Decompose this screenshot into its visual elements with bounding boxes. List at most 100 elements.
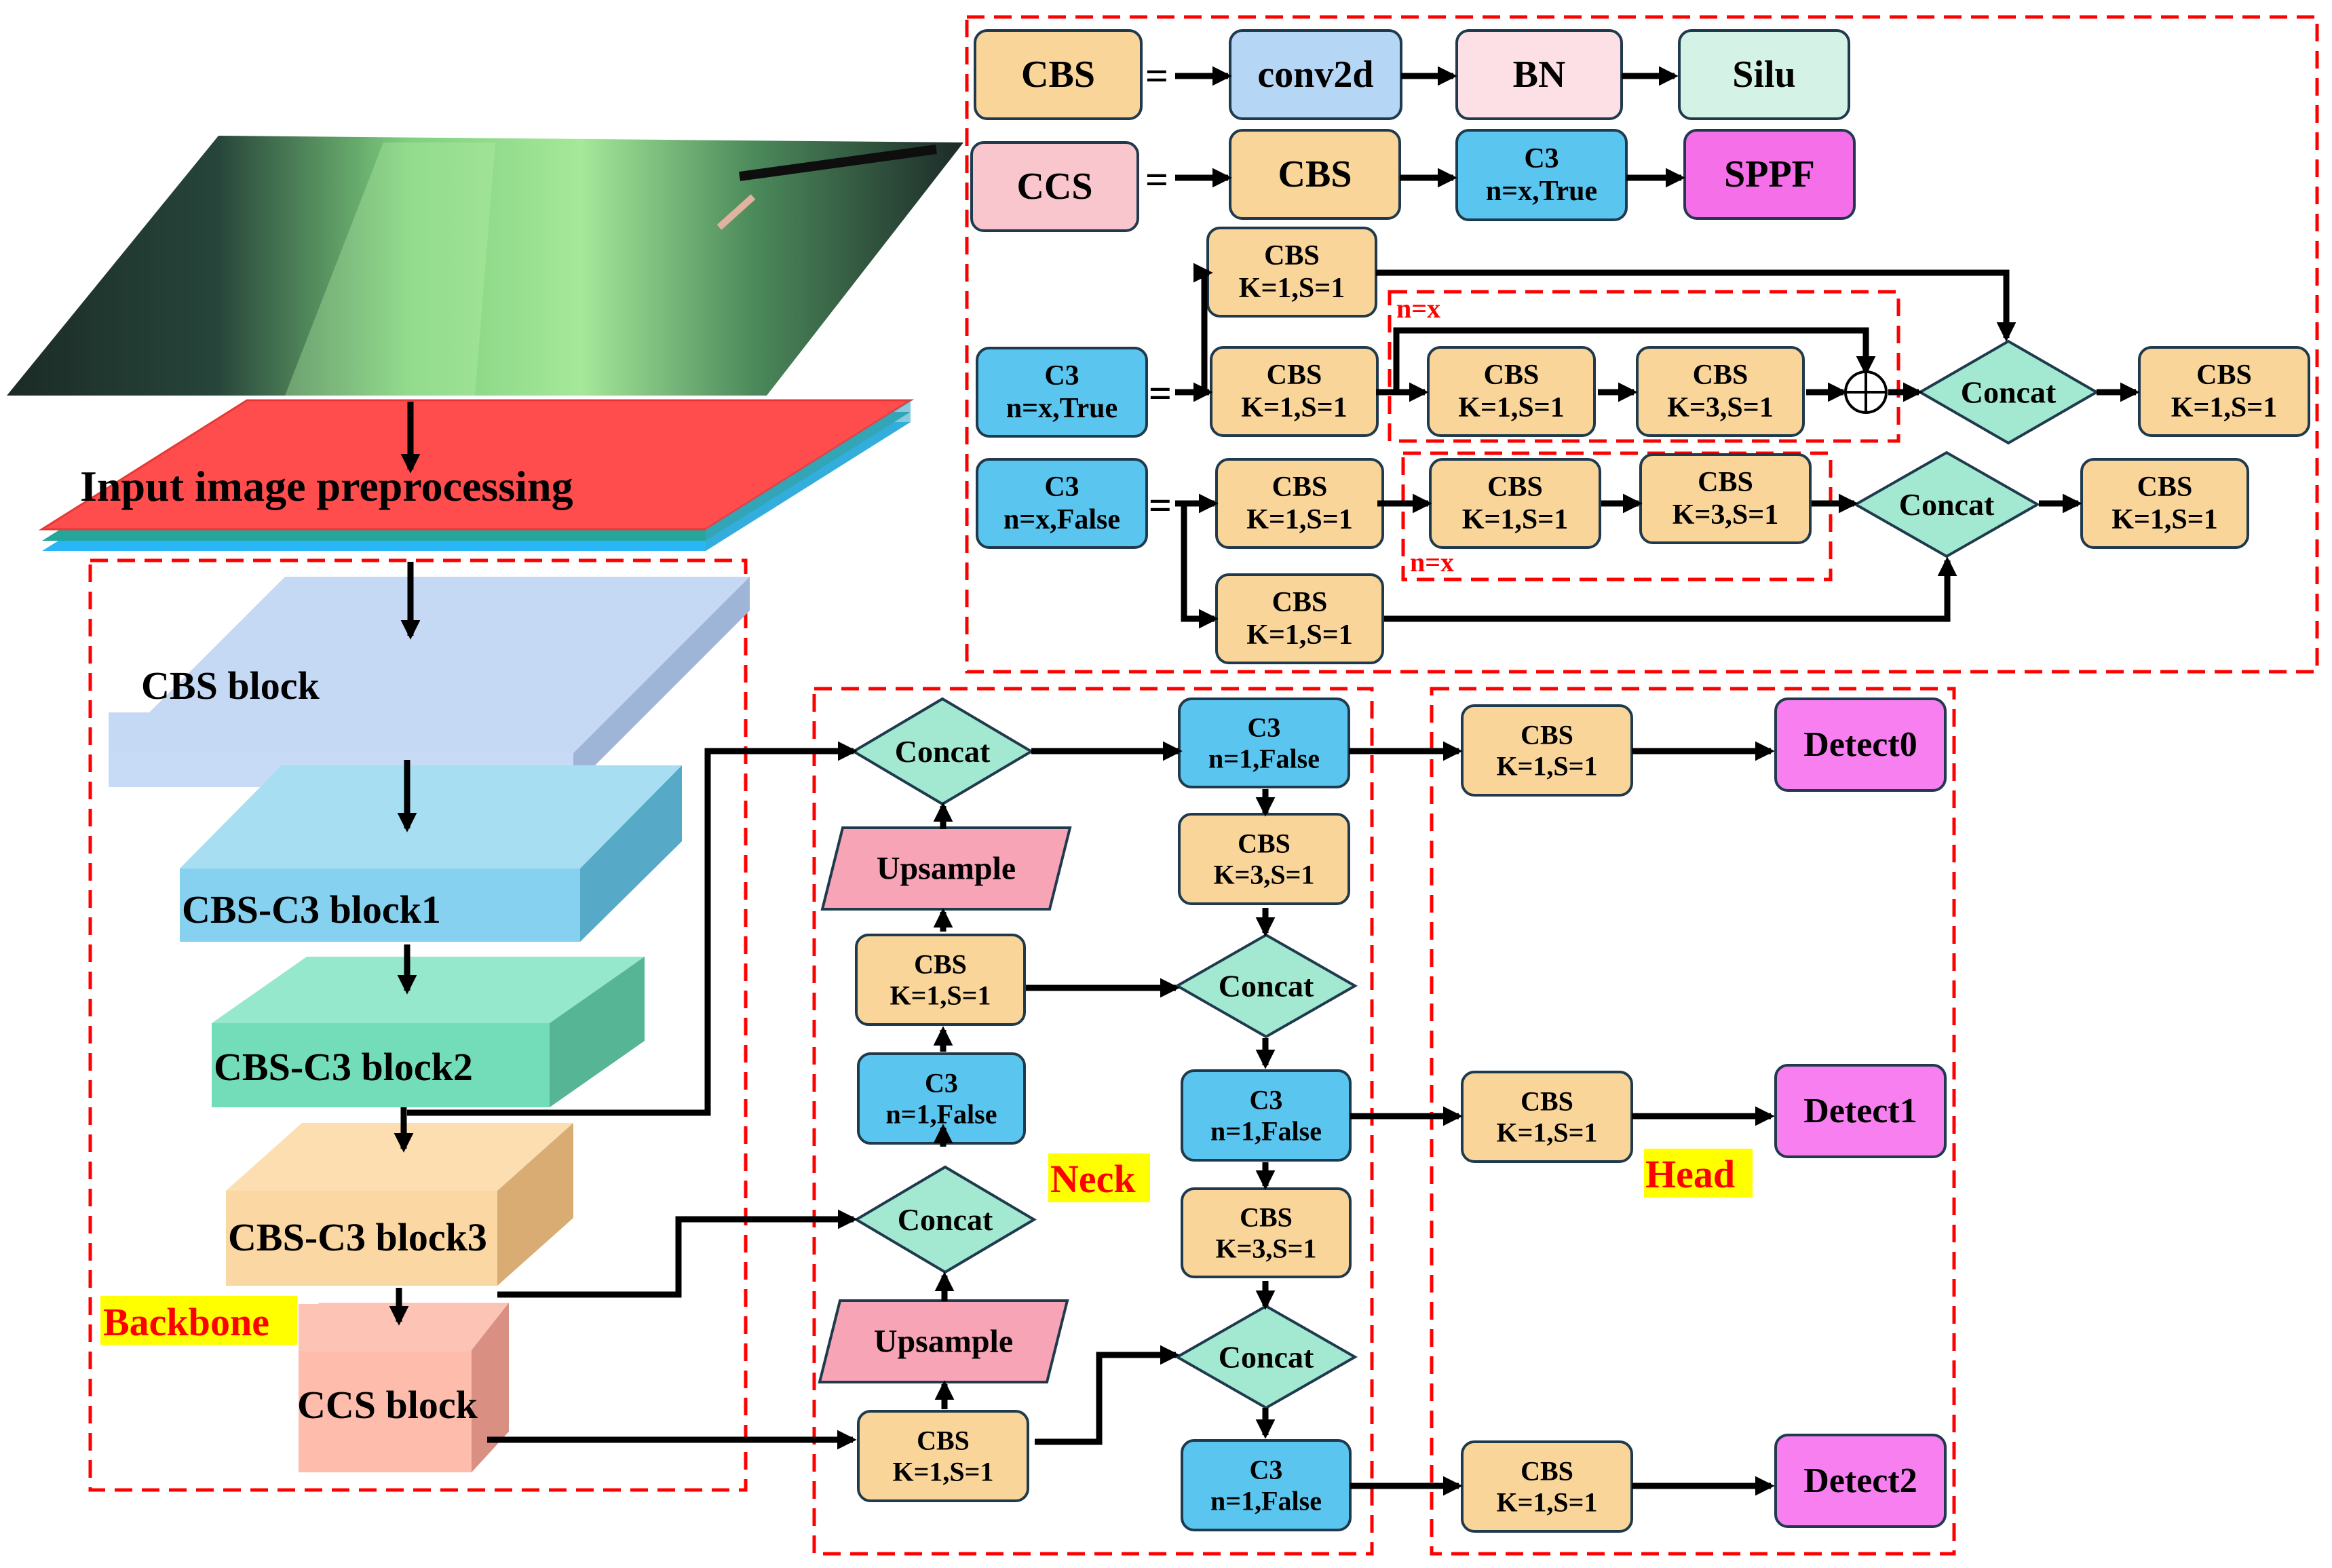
neck-right-concat-b-label: Concat: [1219, 1340, 1314, 1375]
legend-silu-shape: [1678, 29, 1850, 120]
neck-left-cbs-2-line-2: K=1,S=1: [893, 1456, 994, 1487]
neck-right-cbs-b-line-1: CBS: [1240, 1202, 1293, 1233]
head-cbs-1-line-2: K=1,S=1: [1497, 1117, 1598, 1147]
legend-ccs-c3: C3n=x,True: [1455, 129, 1628, 221]
legend-c3-true-cbs-top-line-1: CBS: [1264, 240, 1320, 271]
neck-right-c3-b-line-2: n=1,False: [1210, 1115, 1322, 1146]
legend-cbs: CBS: [974, 29, 1143, 120]
equals-sign-3: =: [1149, 371, 1172, 416]
neck-label: Neck: [1050, 1157, 1136, 1201]
legend-cbs-shape: [974, 29, 1143, 120]
legend-c3-false-cbs-bottom-line-2: K=1,S=1: [1246, 619, 1352, 651]
legend-ccs-cbs: CBS: [1229, 129, 1401, 220]
head-cbs-2-line-2: K=1,S=1: [1497, 1487, 1598, 1517]
equals-sign-2: =: [1145, 157, 1168, 202]
head-detect-1-shape: [1774, 1064, 1947, 1158]
neck-right-concat-b: Concat: [1174, 1304, 1358, 1410]
legend-c3-true-cbs-mid-line-2: K=1,S=1: [1241, 392, 1347, 423]
legend-c3-true-cbs-top-line-2: K=1,S=1: [1239, 273, 1345, 304]
legend-c3-false-inner2-line-1: CBS: [1698, 467, 1753, 498]
legend-c3-false-concat: Concat: [1852, 451, 2041, 558]
legend-conv2d: conv2d: [1229, 29, 1402, 120]
backbone-block-c3-3: CBS-C3 block3: [228, 1215, 487, 1259]
head-detect-2-shape: [1774, 1434, 1947, 1528]
legend-ccs: CCS: [970, 141, 1139, 232]
backbone-label: Backbone: [103, 1300, 269, 1344]
legend-ccs-c3-line-2: n=x,True: [1486, 176, 1597, 207]
neck-concat-2-shape: [854, 1165, 1037, 1274]
backbone-block-c3-1: CBS-C3 block1: [182, 887, 441, 932]
neck-upsample-1-shape: [820, 826, 1072, 911]
legend-bn-label: BN: [1513, 54, 1566, 96]
ccs-block-front: [299, 1350, 472, 1472]
neck-right-c3-c-line-1: C3: [1250, 1455, 1283, 1485]
head-detect-0-shape: [1774, 697, 1947, 792]
legend-conv2d-label: conv2d: [1257, 54, 1373, 96]
legend-c3-true: C3n=x,True: [976, 347, 1148, 438]
legend-silu: Silu: [1678, 29, 1850, 120]
input-image-stack: Input image preprocessing: [7, 136, 963, 551]
neck-right-c3-c: C3n=1,False: [1181, 1439, 1352, 1531]
repeat-label-false: n=x: [1410, 547, 1454, 577]
legend-c3-true-inner2-line-1: CBS: [1693, 360, 1748, 391]
legend-c3-true-cbs-mid-line-1: CBS: [1267, 360, 1322, 391]
legend-c3-true-out-line-1: CBS: [2196, 360, 2252, 391]
head-region-border: [1430, 687, 1956, 1556]
legend-c3-false-line-1: C3: [1044, 472, 1079, 503]
neck-left-cbs-2-shape: [857, 1410, 1029, 1502]
legend-c3-true-concat: Concat: [1917, 339, 2100, 445]
legend-c3-false-inner1-line-2: K=1,S=1: [1462, 504, 1568, 535]
neck-upsample-2: Upsample: [818, 1299, 1069, 1383]
cbs-c3-block3-front: [226, 1191, 497, 1286]
head-detect-2: Detect2: [1774, 1434, 1947, 1528]
neck-right-concat-a-label: Concat: [1219, 969, 1314, 1003]
input-photo: [7, 136, 963, 396]
legend-c3-false-cbs-bottom-line-1: CBS: [1272, 587, 1328, 618]
head-detect-0-label: Detect0: [1803, 725, 1917, 764]
legend-c3-true-shape: [976, 347, 1148, 438]
input-label: Input image preprocessing: [80, 462, 573, 510]
neck-right-c3-b: C3n=1,False: [1181, 1069, 1352, 1162]
legend-c3-true-concat-label: Concat: [1961, 375, 2057, 410]
cbs-c3-block1-front: [180, 868, 580, 942]
cbs-c3-block2-front: [212, 1023, 550, 1107]
legend-ccs-label: CCS: [1016, 166, 1092, 208]
neck-right-concat-a: Concat: [1174, 933, 1358, 1039]
neck-right-c3-a-line-1: C3: [1248, 712, 1281, 743]
neck-upsample-1-label: Upsample: [877, 851, 1016, 887]
legend-cbs-label: CBS: [1021, 54, 1095, 96]
legend-c3-true-line-2: n=x,True: [1006, 393, 1117, 424]
legend-bn: BN: [1455, 29, 1623, 120]
head-detect-1: Detect1: [1774, 1064, 1947, 1158]
legend-region-border: [965, 15, 2319, 674]
neck-left-cbs-1-line-2: K=1,S=1: [890, 980, 991, 1010]
legend-c3-false-inner1-line-1: CBS: [1487, 472, 1543, 503]
legend-c3-false-shape: [976, 458, 1148, 549]
neck-concat-2: Concat: [854, 1165, 1037, 1274]
legend-c3-false-inner2-line-2: K=3,S=1: [1672, 499, 1778, 531]
head-cbs-2-line-1: CBS: [1521, 1456, 1573, 1487]
head-label-bg: [1644, 1149, 1753, 1198]
legend-c3-false-concat-label: Concat: [1899, 487, 1995, 522]
head-cbs-0-line-1: CBS: [1521, 720, 1573, 750]
legend-c3-true-out-line-2: K=1,S=1: [2171, 392, 2277, 423]
legend-ccs-c3-line-1: C3: [1524, 143, 1559, 174]
legend-sppf-label: SPPF: [1724, 153, 1815, 195]
legend-sppf: SPPF: [1683, 129, 1856, 220]
neck-left-c3-line-2: n=1,False: [886, 1098, 997, 1129]
neck-right-cbs-a-line-1: CBS: [1238, 828, 1291, 859]
